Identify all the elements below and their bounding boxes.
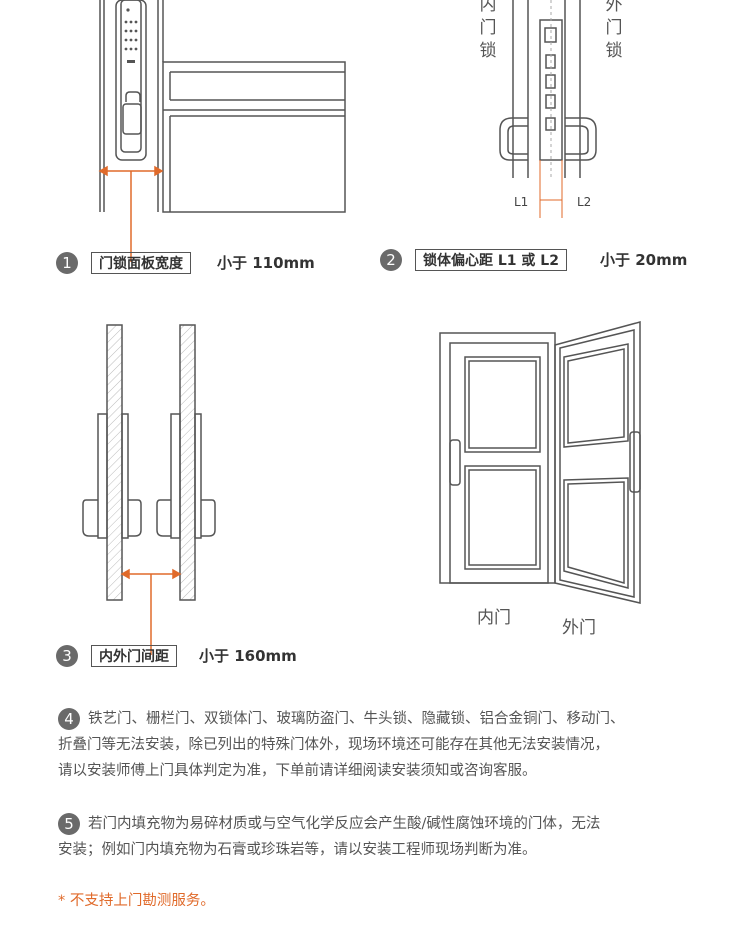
note-4-line: 请以安装师傅上门具体判定为准，下单前请详细阅读安装须知或咨询客服。 <box>58 763 537 779</box>
label-char: 锁 <box>479 41 497 61</box>
label-char: 内 <box>479 0 497 15</box>
note-4-badge: 4 <box>58 708 80 730</box>
note-4: 4 铁艺门、栅栏门、双锁体门、玻璃防盗门、牛头锁、隐藏锁、铝合金铜门、移动门、 折… <box>58 706 738 784</box>
outer-door-label: 外门 <box>562 618 596 638</box>
step-3-badge: 3 <box>56 645 78 667</box>
label-char: 锁 <box>605 41 623 61</box>
note-5-text: 若门内填充物为易碎材质或与空气化学反应会产生酸/碱性腐蚀环境的门体，无法 <box>88 816 601 832</box>
step-2-value: 小于 20mm <box>600 251 688 269</box>
label-char: 外 <box>605 0 623 15</box>
step-2-box: 锁体偏心距 L1 或 L2 <box>415 249 567 271</box>
note-5-badge: 5 <box>58 813 80 835</box>
step-2-badge: 2 <box>380 249 402 271</box>
step-1-box: 门锁面板宽度 <box>91 252 191 274</box>
note-5-line: 5 若门内填充物为易碎材质或与空气化学反应会产生酸/碱性腐蚀环境的门体，无法 <box>58 811 738 837</box>
label-char: 门 <box>479 18 497 38</box>
inner-lock-label: 内 门 锁 <box>478 0 498 63</box>
step-1-value: 小于 110mm <box>217 254 315 272</box>
note-5-line: 安装；例如门内填充物为石膏或珍珠岩等，请以安装工程师现场判断为准。 <box>58 842 537 858</box>
l2-label: L2 <box>577 195 592 209</box>
label-char: 门 <box>605 18 623 38</box>
note-5: 5 若门内填充物为易碎材质或与空气化学反应会产生酸/碱性腐蚀环境的门体，无法 安装… <box>58 811 738 863</box>
outer-lock-label: 外 门 锁 <box>604 0 624 63</box>
inner-door-label: 内门 <box>477 608 511 628</box>
step-3-box: 内外门间距 <box>91 645 177 667</box>
footnote: * 不支持上门勘测服务。 <box>58 893 215 909</box>
step-3-value: 小于 160mm <box>199 647 297 665</box>
step-1-badge: 1 <box>56 252 78 274</box>
note-4-line: 折叠门等无法安装，除已列出的特殊门体外，现场环境还可能存在其他无法安装情况， <box>58 737 609 753</box>
l1-label: L1 <box>514 195 529 209</box>
note-4-text: 铁艺门、栅栏门、双锁体门、玻璃防盗门、牛头锁、隐藏锁、铝合金铜门、移动门、 <box>88 711 625 727</box>
note-4-line: 4 铁艺门、栅栏门、双锁体门、玻璃防盗门、牛头锁、隐藏锁、铝合金铜门、移动门、 <box>58 706 738 732</box>
